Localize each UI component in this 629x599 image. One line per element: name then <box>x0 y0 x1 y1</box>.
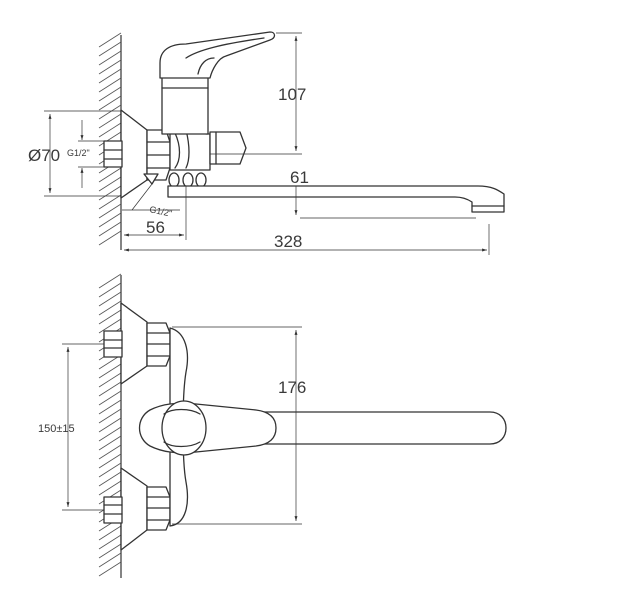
wall-hatch-line <box>98 59 122 75</box>
cartridge-cap-front <box>161 400 207 456</box>
wall-hatch-line <box>98 525 122 541</box>
dim-spout-reach: 328 <box>124 224 490 255</box>
wall-hatch-line <box>98 230 122 246</box>
wall-hatch-line <box>98 372 122 388</box>
wall-hatch-line <box>98 471 122 487</box>
dim-wall-offset-label: 56 <box>146 218 165 237</box>
wall-hatch-line <box>98 185 122 201</box>
wall-hatch-line <box>98 426 122 442</box>
hex-nut-upper <box>146 322 171 367</box>
wall-hatch-line <box>98 390 122 406</box>
wall-hatch-line <box>98 86 122 102</box>
wall-hatch-line <box>98 194 122 210</box>
dim-body-height-label: 176 <box>278 378 306 397</box>
dim-thread-top-label: G1/2" <box>67 148 90 158</box>
wall-hatch-line <box>98 444 122 460</box>
diverter-knob-side <box>209 131 247 165</box>
hex-nut-lower <box>146 486 171 531</box>
side-view: 107 Ø70 G1/2" 61 G1/2" 5 <box>28 31 505 255</box>
wall-hatch-line <box>98 203 122 219</box>
wall-hatch-line <box>98 543 122 559</box>
wall-hatch-line <box>98 561 122 577</box>
wall-hatch-line <box>98 300 122 316</box>
lever-handle-front <box>138 402 277 454</box>
wall-hatch-line <box>98 309 122 325</box>
dim-flange-diameter-label: Ø70 <box>28 146 60 165</box>
inlet-pipe-upper <box>103 330 123 358</box>
wall-flange-upper <box>120 302 148 385</box>
wall-hatch-line <box>98 399 122 415</box>
wall-hatch-line <box>98 273 122 289</box>
dim-spout-drop-label: 61 <box>290 168 309 187</box>
front-view: 176 150±15 <box>38 273 507 578</box>
eccentric-connector <box>143 173 159 185</box>
dim-center-spacing: 150±15 <box>38 343 104 511</box>
dim-wall-offset: 56 <box>124 186 187 240</box>
cartridge-column <box>161 76 209 135</box>
hex-nut-top <box>146 129 171 181</box>
wall-flange-top <box>120 109 148 199</box>
wall-hatch-line <box>98 41 122 57</box>
wall-hatch-line <box>98 534 122 550</box>
dim-handle-height: 107 <box>210 32 306 155</box>
wall-hatch-line <box>98 131 122 147</box>
wall-flange-lower <box>120 467 148 551</box>
wall-hatch-line <box>98 167 122 183</box>
dim-spout-reach-label: 328 <box>274 232 302 251</box>
long-spout-side <box>167 185 505 213</box>
wall-hatch-line <box>98 318 122 334</box>
wall-hatch-line <box>98 122 122 138</box>
wall-hatch-line <box>98 435 122 451</box>
dim-handle-height-label: 107 <box>278 85 306 104</box>
wall-bottom <box>98 273 122 578</box>
wall-hatch-line <box>98 381 122 397</box>
wall-hatch-line <box>98 453 122 469</box>
dim-spout-drop: 61 <box>290 168 476 219</box>
wall-hatch-line <box>98 95 122 111</box>
wall-hatch-line <box>98 462 122 478</box>
dim-center-spacing-label: 150±15 <box>38 423 75 435</box>
dim-flange-diameter: Ø70 <box>28 110 121 197</box>
wall-hatch-line <box>98 32 122 48</box>
wall-hatch-line <box>98 480 122 496</box>
wall-hatch-line <box>98 68 122 84</box>
dim-thread-top: G1/2" <box>67 120 104 188</box>
dim-body-height: 176 <box>172 326 306 525</box>
dim-thread-bottom-label: G1/2" <box>149 204 173 219</box>
wall-hatch-line <box>98 282 122 298</box>
inlet-pipe-lower <box>103 496 123 524</box>
wall-hatch-line <box>98 77 122 93</box>
wall-hatch-line <box>98 408 122 424</box>
wall-hatch-line <box>98 104 122 120</box>
wall-hatch-line <box>98 113 122 129</box>
wall-hatch-line <box>98 417 122 433</box>
inlet-pipe-top <box>103 140 123 168</box>
dim-thread-bottom: G1/2" <box>122 183 180 219</box>
wall-hatch-line <box>98 291 122 307</box>
lever-handle-side <box>159 31 276 79</box>
wall-hatch-line <box>98 221 122 237</box>
spout-swivel-rings <box>168 172 207 188</box>
wall-hatch-line <box>98 176 122 192</box>
wall-hatch-line <box>98 50 122 66</box>
wall-hatch-line <box>98 363 122 379</box>
wall-hatch-line <box>98 212 122 228</box>
wall-hatch-line <box>98 552 122 568</box>
